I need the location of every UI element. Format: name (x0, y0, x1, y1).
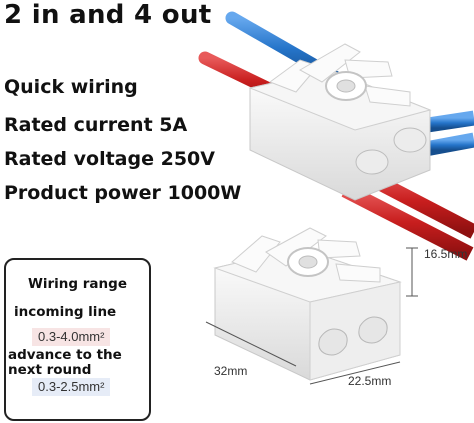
feature-rated-current: Rated current 5A (4, 114, 188, 136)
outgoing-blue-wires (406, 110, 474, 158)
feature-product-power: Product power 1000W (4, 182, 242, 204)
advance-label-line1: advance to the (8, 347, 122, 363)
incoming-line-label: incoming line (14, 304, 117, 320)
headline: 2 in and 4 out (4, 0, 212, 30)
advance-range-value: 0.3-2.5mm² (32, 378, 111, 396)
incoming-range-value: 0.3-4.0mm² (32, 328, 111, 346)
connector-top (248, 43, 432, 201)
dimension-length: 32mm (214, 364, 248, 378)
connector-bottom (213, 227, 402, 381)
feature-quick-wiring: Quick wiring (4, 76, 138, 98)
outgoing-red-wires (341, 163, 474, 261)
dimension-height: 16.5mm (424, 247, 468, 261)
wiring-range-title: Wiring range (28, 276, 127, 292)
advance-label-line2: next round (8, 362, 92, 378)
dimension-width: 22.5mm (348, 374, 392, 388)
feature-rated-voltage: Rated voltage 250V (4, 148, 215, 170)
wiring-range-box: Wiring range incoming line 0.3-4.0mm² ad… (4, 258, 151, 421)
incoming-blue-wire (225, 11, 347, 87)
incoming-red-wire (198, 51, 307, 111)
